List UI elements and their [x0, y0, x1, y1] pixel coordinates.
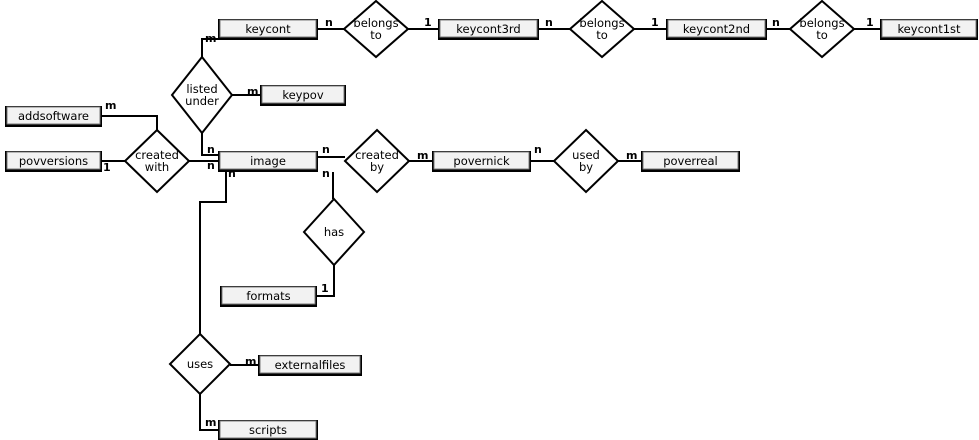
entity-box-keypov[interactable] — [260, 85, 346, 106]
entity-box-scripts[interactable] — [218, 420, 318, 440]
entity-box-externalfiles[interactable] — [258, 355, 362, 376]
diamond-created-by[interactable] — [343, 128, 411, 194]
entity-box-keycont1st[interactable] — [880, 19, 978, 40]
entity-box-povversions[interactable] — [5, 151, 102, 172]
diamond-has[interactable] — [302, 197, 366, 267]
diamond-created-with[interactable] — [123, 128, 191, 194]
entity-box-poverreal[interactable] — [641, 151, 740, 172]
entity-box-formats[interactable] — [220, 286, 317, 307]
line-image-uses — [199, 172, 227, 334]
diamond-belongs-to-2[interactable] — [568, 0, 636, 59]
connector-lines — [102, 28, 880, 431]
entity-boxes — [5, 19, 978, 440]
diamond-uses[interactable] — [168, 332, 232, 396]
line-has-formats — [317, 265, 335, 297]
line-uses-scripts — [199, 394, 218, 431]
diamond-belongs-to-1[interactable] — [342, 0, 410, 59]
entity-box-keycont3rd[interactable] — [438, 19, 539, 40]
entity-box-keycont2nd[interactable] — [666, 19, 767, 40]
line-addsoftware-createdwith — [102, 115, 158, 130]
entity-box-image[interactable] — [218, 151, 318, 172]
diamond-used-by[interactable] — [552, 128, 620, 194]
line-keycont-listedunder — [201, 38, 218, 57]
diamond-listed-under[interactable] — [170, 55, 234, 135]
diamond-belongs-to-3[interactable] — [788, 0, 856, 59]
relationship-diamonds — [123, 0, 856, 396]
line-listedunder-image — [201, 133, 218, 156]
entity-box-povernick[interactable] — [432, 151, 531, 172]
entity-box-keycont[interactable] — [218, 19, 318, 40]
entity-box-addsoftware[interactable] — [5, 106, 102, 127]
